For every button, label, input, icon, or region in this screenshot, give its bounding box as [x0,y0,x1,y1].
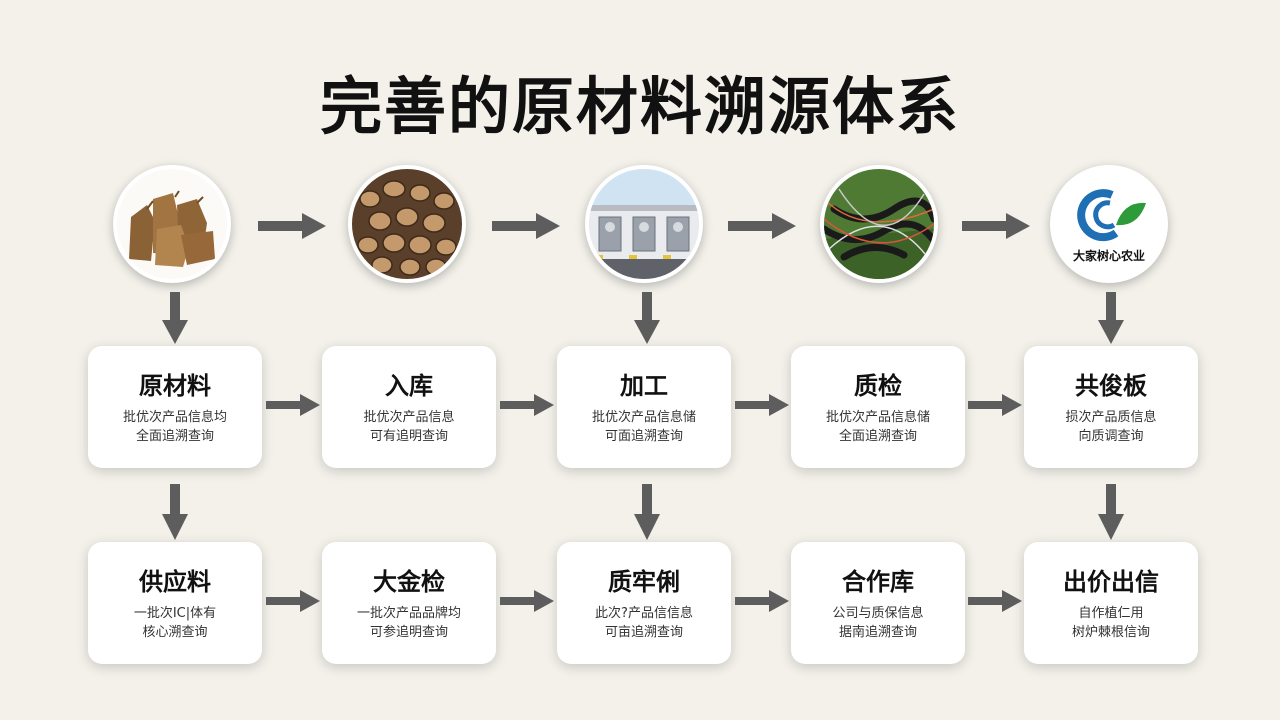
arrow-right-icon [500,590,554,612]
step-title: 加工 [620,372,668,400]
warehouse-photo-icon [589,169,699,279]
step-description: 损次产品质信息向质调查询 [1065,410,1157,444]
step-description: 公司与质保信息据南追溯查询 [832,606,924,640]
arrow-down-icon [162,484,188,540]
step-card: 出价出信 自作植仁用树炉棘根信询 [1024,542,1198,664]
step-description: 批优次产品信息储全面追溯查询 [825,410,930,444]
arrow-down-icon [1098,484,1124,540]
step-title: 入库 [385,372,433,400]
step-title: 共俊板 [1075,372,1147,400]
arrow-right-icon [968,590,1022,612]
arrow-right-icon [492,213,560,239]
arrow-right-icon [735,394,789,416]
sacks-photo-icon [117,169,227,279]
image-company-logo: 大家树心农业 [1050,165,1168,283]
arrow-right-icon [266,590,320,612]
step-description: 此次?产品信信息可亩追溯查询 [595,606,693,640]
arrow-down-icon [1098,292,1124,344]
step-title: 质牢俐 [608,568,680,596]
company-logo-icon [1054,169,1164,279]
arrow-right-icon [728,213,796,239]
image-warehouse [585,165,703,283]
arrow-right-icon [500,394,554,416]
step-card: 合作库 公司与质保信息据南追溯查询 [791,542,965,664]
step-card: 供应料 一批次IC|体有核心溯查询 [88,542,262,664]
step-card: 入库 批优次产品信息可有追明查询 [322,346,496,468]
step-description: 批优次产品信息可有追明查询 [363,410,455,444]
step-card: 共俊板 损次产品质信息向质调查询 [1024,346,1198,468]
step-card: 加工 批优次产品信息储可面追溯查询 [557,346,731,468]
arrow-down-icon [634,292,660,344]
arrow-right-icon [962,213,1030,239]
step-title: 原材料 [139,372,211,400]
step-description: 自作植仁用树炉棘根信询 [1071,606,1150,640]
image-beans [348,165,466,283]
logo-text: 大家树心农业 [1072,249,1145,263]
step-card: 质检 批优次产品信息储全面追溯查询 [791,346,965,468]
page-title: 完善的原材料溯源体系 [319,70,960,143]
image-sacks [113,165,231,283]
beans-photo-icon [352,169,462,279]
arrow-right-icon [968,394,1022,416]
step-title: 供应料 [139,568,211,596]
step-description: 批优次产品信息均全面追溯查询 [122,410,227,444]
step-title: 合作库 [842,568,914,596]
step-title: 出价出信 [1063,568,1159,596]
arrow-right-icon [735,590,789,612]
arrow-down-icon [634,484,660,540]
step-card: 大金检 一批次产品品牌均可参追明查询 [322,542,496,664]
step-card: 质牢俐 此次?产品信信息可亩追溯查询 [557,542,731,664]
step-title: 大金检 [373,568,445,596]
arrow-down-icon [162,292,188,344]
arrow-right-icon [266,394,320,416]
step-card: 原材料 批优次产品信息均全面追溯查询 [88,346,262,468]
step-description: 一批次产品品牌均可参追明查询 [356,606,461,640]
step-title: 质检 [854,372,902,400]
image-wires [820,165,938,283]
step-description: 批优次产品信息储可面追溯查询 [591,410,696,444]
wires-photo-icon [824,169,934,279]
step-description: 一批次IC|体有核心溯查询 [133,606,217,640]
arrow-right-icon [258,213,326,239]
